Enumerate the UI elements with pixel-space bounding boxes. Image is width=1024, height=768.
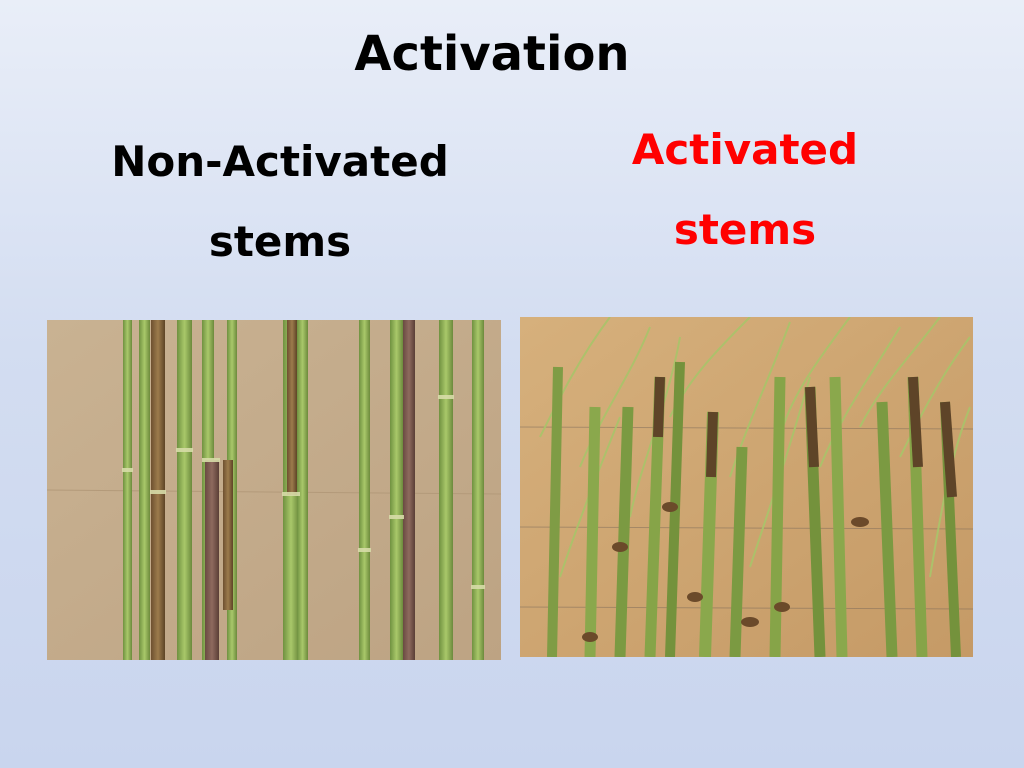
non-activated-caption: Non-Activated stems (80, 122, 480, 282)
activated-caption-line2: stems (673, 205, 817, 254)
activated-stems-photo (520, 317, 973, 657)
slide-title: Activation (354, 26, 630, 82)
activated-caption-line1: Activated (631, 125, 859, 174)
activated-stems-image (520, 317, 973, 657)
activated-caption: Activated stems (560, 110, 930, 270)
non-activated-caption-line1: Non-Activated (111, 137, 449, 186)
non-activated-caption-line2: stems (208, 217, 352, 266)
non-activated-stems-image (47, 320, 501, 660)
non-activated-stems-photo (47, 320, 501, 660)
